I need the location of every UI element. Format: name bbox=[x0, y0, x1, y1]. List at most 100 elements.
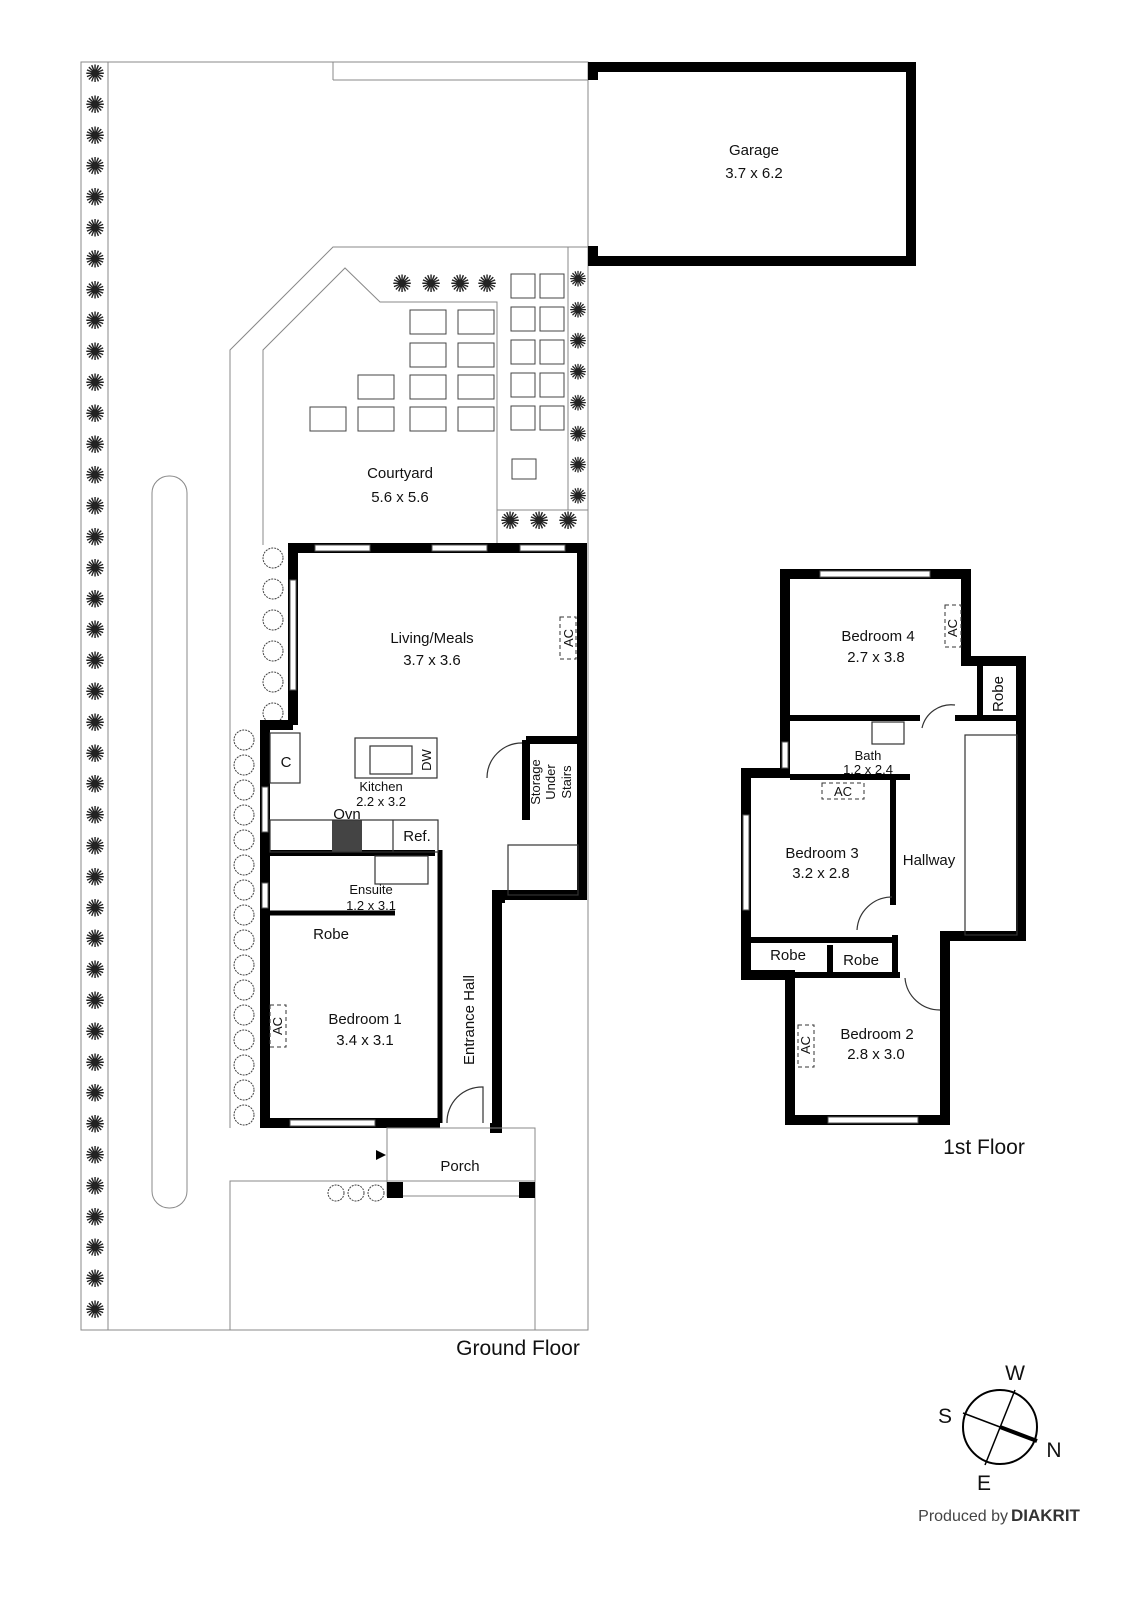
storage-label: Under bbox=[543, 764, 558, 800]
paver bbox=[510, 339, 536, 365]
bedroom1-label: Bedroom 1 bbox=[328, 1011, 401, 1028]
plant-icon: ✺ bbox=[85, 864, 105, 891]
ac-label: AC bbox=[834, 784, 852, 799]
shrub-icon bbox=[347, 1184, 365, 1202]
shrub-icon bbox=[233, 729, 255, 751]
credit-prefix: Produced by bbox=[918, 1508, 1008, 1525]
plant-icon: ✺ bbox=[85, 370, 105, 397]
kitchen-island bbox=[354, 737, 438, 779]
plant-icon: ✺ bbox=[85, 895, 105, 922]
paver bbox=[511, 458, 537, 480]
paver bbox=[539, 339, 565, 365]
bedroom4-label: Bedroom 4 bbox=[841, 628, 914, 645]
plant-icon: ✺ bbox=[569, 452, 587, 477]
shrub-icon bbox=[233, 1104, 255, 1126]
plant-icon: ✺ bbox=[85, 432, 105, 459]
plant-icon: ✺ bbox=[85, 61, 105, 88]
plant-icon: ✺ bbox=[85, 246, 105, 273]
shrub-icon bbox=[233, 854, 255, 876]
shrub-icon bbox=[233, 779, 255, 801]
plant-icon: ✺ bbox=[85, 216, 105, 243]
north-needle bbox=[999, 1425, 1038, 1443]
plant-icon: ✺ bbox=[85, 555, 105, 582]
plant-icon: ✺ bbox=[558, 508, 578, 535]
plant-icon: ✺ bbox=[85, 834, 105, 861]
plant-icon: ✺ bbox=[569, 266, 587, 291]
plant-icon: ✺ bbox=[85, 1081, 105, 1108]
paver bbox=[409, 309, 447, 335]
plant-icon: ✺ bbox=[85, 1235, 105, 1262]
plant-icon: ✺ bbox=[85, 1173, 105, 1200]
ac-label: AC bbox=[798, 1036, 813, 1054]
shrub-icon bbox=[233, 829, 255, 851]
garage-label: Garage bbox=[729, 142, 779, 159]
bedroom2-size: 2.8 x 3.0 bbox=[847, 1046, 905, 1063]
ensuite-size: 1.2 x 3.1 bbox=[346, 898, 396, 913]
garden-plants: ✺✺✺✺✺✺✺✺✺✺✺✺✺✺✺ bbox=[233, 266, 587, 1202]
plant-icon: ✺ bbox=[85, 154, 105, 181]
plant-icon: ✺ bbox=[85, 308, 105, 335]
shrub-icon bbox=[233, 879, 255, 901]
bedroom3-size: 3.2 x 2.8 bbox=[792, 865, 850, 882]
driveway-strip bbox=[151, 475, 188, 1209]
paver bbox=[457, 406, 495, 432]
oven-label: Ovn bbox=[333, 806, 361, 823]
plant-icon: ✺ bbox=[85, 1266, 105, 1293]
paver bbox=[457, 342, 495, 368]
ac-label: AC bbox=[561, 629, 576, 647]
ac-label: AC bbox=[270, 1017, 285, 1035]
paver bbox=[409, 374, 447, 400]
storage-label: Storage bbox=[528, 759, 543, 805]
plant-icon: ✺ bbox=[85, 710, 105, 737]
shrub-icon bbox=[233, 979, 255, 1001]
shrub-icon bbox=[327, 1184, 345, 1202]
living-size: 3.7 x 3.6 bbox=[403, 652, 461, 669]
plant-icon: ✺ bbox=[569, 390, 587, 415]
robe-label: Robe bbox=[843, 952, 879, 969]
plant-icon: ✺ bbox=[85, 1112, 105, 1139]
paver bbox=[457, 309, 495, 335]
stairs bbox=[507, 844, 579, 896]
plant-icon: ✺ bbox=[85, 1143, 105, 1170]
garage-walls bbox=[588, 62, 916, 266]
paver bbox=[510, 405, 536, 431]
plant-icon: ✺ bbox=[569, 421, 587, 446]
bath-label: Bath bbox=[855, 748, 882, 763]
plant-icon: ✺ bbox=[450, 271, 470, 298]
shrub-icon bbox=[233, 929, 255, 951]
plant-icon: ✺ bbox=[85, 92, 105, 119]
plant-icon: ✺ bbox=[85, 586, 105, 613]
shrub-icon bbox=[367, 1184, 385, 1202]
shrub-icon bbox=[262, 671, 284, 693]
robe-label: Robe bbox=[313, 926, 349, 943]
door-swing bbox=[486, 742, 523, 779]
first-floor-title: 1st Floor bbox=[943, 1136, 1025, 1159]
paver bbox=[510, 306, 536, 332]
shrub-icon bbox=[233, 1054, 255, 1076]
paver bbox=[539, 405, 565, 431]
courtyard-size: 5.6 x 5.6 bbox=[371, 489, 429, 506]
robe-label: Robe bbox=[990, 676, 1007, 712]
plant-icon: ✺ bbox=[85, 648, 105, 675]
paver bbox=[409, 406, 447, 432]
plant-icon: ✺ bbox=[85, 741, 105, 768]
living-label: Living/Meals bbox=[390, 630, 473, 647]
ac-label: AC bbox=[945, 619, 960, 637]
shrub-icon bbox=[233, 1079, 255, 1101]
plant-icon: ✺ bbox=[85, 679, 105, 706]
vanity bbox=[374, 855, 429, 885]
porch-label: Porch bbox=[440, 1158, 479, 1175]
site-outline bbox=[80, 61, 589, 1331]
plant-icon: ✺ bbox=[392, 271, 412, 298]
plant-icon: ✺ bbox=[477, 271, 497, 298]
plant-icon: ✺ bbox=[85, 957, 105, 984]
plant-icon: ✺ bbox=[85, 185, 105, 212]
plant-icon: ✺ bbox=[569, 483, 587, 508]
plant-icon: ✺ bbox=[569, 297, 587, 322]
storage-label: Stairs bbox=[559, 765, 574, 799]
plant-icon: ✺ bbox=[85, 988, 105, 1015]
kitchen-label: Kitchen bbox=[359, 779, 402, 794]
plant-icon: ✺ bbox=[85, 617, 105, 644]
credit-brand: DIAKRIT bbox=[1011, 1506, 1081, 1525]
